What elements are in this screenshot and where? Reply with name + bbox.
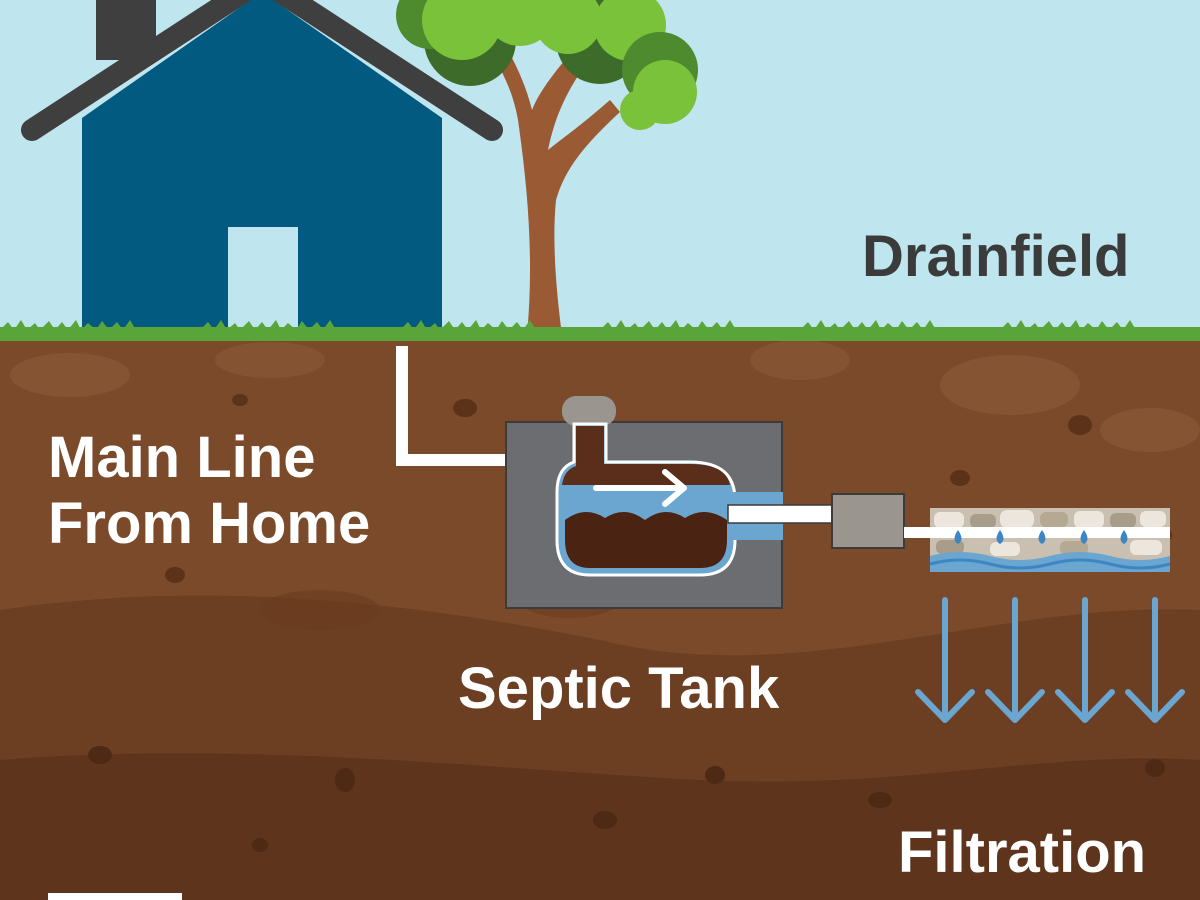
outlet-pipe <box>727 504 833 524</box>
filtration-arrow <box>915 597 975 723</box>
house <box>21 0 503 330</box>
roof <box>21 0 503 141</box>
tank-lid <box>562 396 616 426</box>
filtration-label: Filtration <box>898 820 1147 885</box>
tree-trunk <box>478 24 620 335</box>
main-line-label-line-2: From Home <box>48 491 371 556</box>
main-line-label-line-1: Main Line <box>48 425 316 490</box>
filtration-arrows <box>915 597 1185 723</box>
corner-bar <box>48 893 182 900</box>
tank-air-chamber <box>562 426 730 485</box>
drainfield-pipe <box>904 527 1170 538</box>
main-line-label: Main Line From Home <box>48 425 370 557</box>
flow-arrow-head <box>662 469 687 507</box>
house-door <box>228 227 298 330</box>
drainfield-label: Drainfield <box>862 224 1130 289</box>
septic-tank-label: Septic Tank <box>458 656 780 721</box>
grass <box>0 320 1200 341</box>
tank-sludge <box>565 511 727 568</box>
filtration-arrow <box>1055 597 1115 723</box>
drainfield-bed <box>904 508 1171 572</box>
septic-tank <box>505 396 783 609</box>
filtration-arrow <box>1125 597 1185 723</box>
tree <box>396 0 698 335</box>
house-body <box>82 0 442 330</box>
tree-foliage <box>396 0 698 130</box>
distribution-box <box>831 493 905 549</box>
filtration-arrow <box>985 597 1045 723</box>
